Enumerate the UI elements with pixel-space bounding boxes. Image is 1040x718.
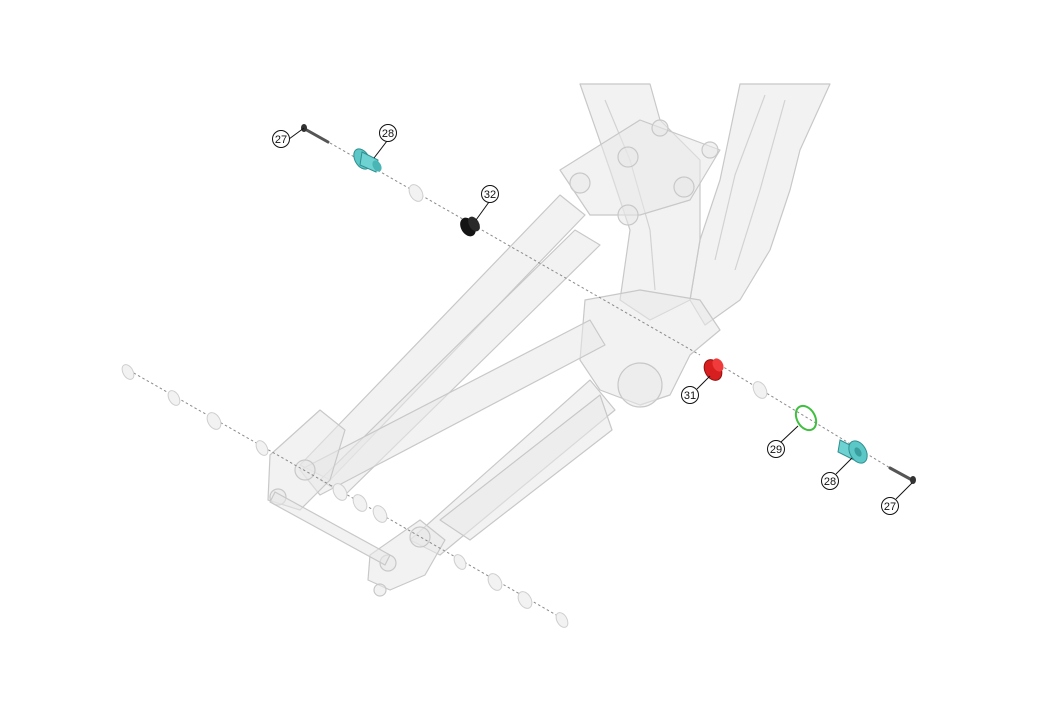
pivot-bushing-28-right	[837, 439, 868, 464]
frame-down-tube	[689, 83, 831, 326]
pivot-bushing-28-left	[353, 148, 382, 173]
callout-label: 28	[824, 476, 836, 488]
bike-frame	[267, 83, 831, 597]
bb-shell	[617, 362, 663, 408]
callout-27-left: 27	[272, 127, 305, 148]
callout-label: 29	[770, 444, 782, 456]
callout-label: 31	[684, 390, 696, 402]
bushing-31	[703, 358, 724, 381]
callout-28-left: 28	[373, 124, 397, 159]
callout-31: 31	[681, 375, 711, 404]
callout-label: 32	[484, 189, 496, 201]
callout-label: 28	[382, 128, 394, 140]
callout-label: 27	[275, 134, 287, 146]
circlip-29	[794, 404, 818, 432]
ghost-hardware	[121, 184, 768, 628]
chain-stay-brace	[439, 394, 613, 541]
locknut-32	[460, 216, 480, 237]
callout-28-right: 28	[821, 457, 853, 490]
bolt-27-left	[301, 124, 330, 144]
bolt-27-right	[888, 466, 916, 484]
frame-bottom-bracket	[579, 289, 721, 406]
callouts: 27 28 32 31 29 28	[272, 124, 913, 515]
callout-label: 27	[884, 501, 896, 513]
callout-32: 32	[475, 185, 499, 221]
callout-29: 29	[767, 425, 799, 458]
rear-axle	[269, 491, 391, 566]
callout-27-right: 27	[881, 482, 913, 515]
